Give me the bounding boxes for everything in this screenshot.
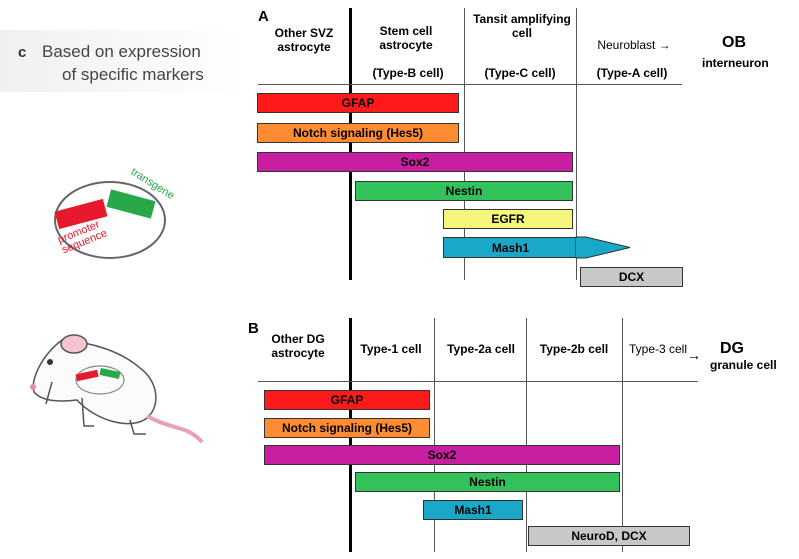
- caption-line-2: of specific markers: [62, 65, 204, 84]
- panel-a-header-stem-type: (Type-B cell): [372, 66, 444, 80]
- panel-b-header-arrow: →: [687, 347, 701, 363]
- panel-b-header-type1: Type-1 cell: [360, 342, 422, 356]
- panel-a-divider-main: [349, 8, 352, 280]
- caption-letter: c: [18, 44, 27, 61]
- mouse-illustration: [30, 334, 204, 444]
- panel-a-header-neuroblast-type: (Type-A cell): [596, 66, 668, 80]
- panel-a-header-ob-sub: interneuron: [702, 56, 769, 70]
- panel-b-divider-2: [526, 318, 527, 552]
- panel-a-header-rule: [258, 84, 682, 85]
- panel-a-divider-2: [576, 8, 577, 280]
- transgene-block: [106, 189, 156, 219]
- panel-b-divider-3: [622, 318, 623, 552]
- panel-a-header-other: Other SVZ astrocyte: [274, 26, 334, 54]
- panel-b-header-other: Other DG astrocyte: [271, 332, 325, 360]
- panel-a-divider-1: [464, 8, 465, 280]
- panel-b-header-type2a: Type-2a cell: [447, 342, 515, 356]
- panel-b-bar-sox2: Sox2: [264, 445, 620, 465]
- plasmid-illustration: [54, 181, 166, 259]
- panel-b-divider-1: [434, 318, 435, 552]
- panel-b-label: B: [248, 320, 259, 337]
- panel-a-header-tac-type: (Type-C cell): [484, 66, 556, 80]
- panel-b-header-dg-sub: granule cell: [710, 358, 777, 372]
- panel-b-bar-notch: Notch signaling (Hes5): [264, 418, 430, 438]
- panel-b-bar-neurod-dcx: NeuroD, DCX: [528, 526, 690, 546]
- panel-b-bar-mash1: Mash1: [423, 500, 523, 520]
- panel-a-header-neuroblast: Neuroblast →: [597, 38, 671, 52]
- panel-a-bar-gfap: GFAP: [257, 93, 459, 113]
- caption-background: [0, 30, 245, 92]
- promoter-block: [54, 198, 108, 230]
- panel-b-header-rule: [258, 381, 698, 382]
- panel-a-header-tac: Tansit amplifying cell: [473, 12, 571, 40]
- panel-a-header-ob: OB: [722, 34, 746, 51]
- panel-b-bar-nestin: Nestin: [355, 472, 620, 492]
- panel-a-bar-notch: Notch signaling (Hes5): [257, 123, 459, 143]
- panel-a-label: A: [258, 8, 269, 25]
- panel-a-bar-nestin: Nestin: [355, 181, 573, 201]
- caption-line-1: Based on expression: [42, 42, 201, 61]
- panel-b-header-dg: DG: [720, 340, 744, 357]
- panel-a-header-stem: Stem cell astrocyte: [379, 24, 433, 52]
- panel-b-bar-gfap: GFAP: [264, 390, 430, 410]
- panel-a-mash1-arrow-tip: [575, 236, 631, 259]
- panel-b-header-type3: Type-3 cell: [628, 342, 688, 356]
- panel-a-bar-sox2: Sox2: [257, 152, 573, 172]
- panel-b-header-type2b: Type-2b cell: [539, 342, 609, 356]
- panel-a-bar-dcx: DCX: [580, 267, 683, 287]
- panel-a-bar-egfr: EGFR: [443, 209, 573, 229]
- panel-a-bar-mash1: Mash1: [443, 237, 577, 258]
